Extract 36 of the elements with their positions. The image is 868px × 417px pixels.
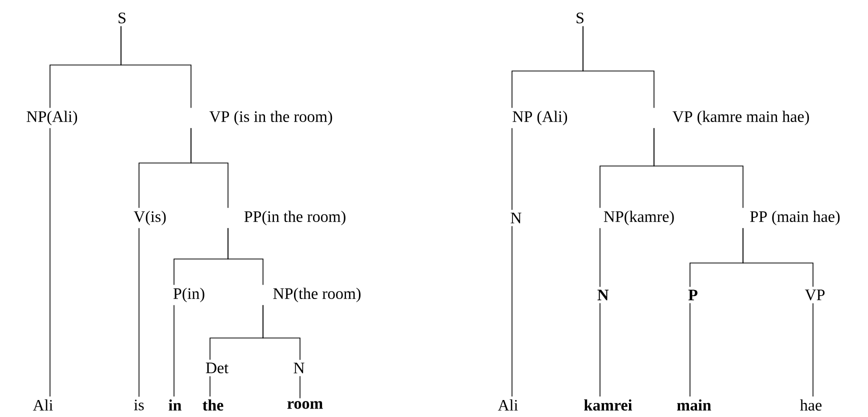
category-label: NP (Ali) (512, 110, 568, 126)
word-label: kamrei (584, 399, 632, 411)
tree-branch (582, 26, 654, 108)
tree-branch (138, 228, 140, 398)
category-label: PP(in the room) (244, 210, 346, 226)
category-label: S (576, 12, 584, 24)
category-label: V(is) (134, 210, 166, 226)
word-label: Ali (32, 399, 53, 411)
tree-branch (654, 128, 744, 208)
category-label: VP (804, 290, 825, 300)
tree-branch (742, 228, 814, 288)
tree-branch (262, 304, 300, 360)
tree-branch (120, 26, 192, 108)
category-label: Det (206, 362, 228, 374)
category-label: VP (is in the room) (209, 110, 332, 126)
word-label: Ali (498, 399, 518, 411)
category-label: N (598, 290, 609, 300)
category-label: NP(Ali) (26, 110, 78, 126)
tree-branch (812, 302, 814, 397)
category-label: NP(the room) (273, 288, 361, 302)
word-label: in (168, 399, 182, 411)
category-label: P(in) (173, 288, 204, 302)
category-label: NP(kamre) (604, 210, 674, 226)
category-label: S (118, 12, 126, 24)
category-label: VP (kamre main hae) (672, 110, 809, 126)
word-label: main (677, 399, 712, 411)
word-label: room (287, 401, 323, 409)
tree-branch (190, 128, 228, 208)
category-label: PP (main hae) (750, 210, 840, 226)
category-label: P (688, 290, 698, 300)
category-label: N (294, 362, 304, 374)
tree-branch (228, 228, 264, 286)
word-label: hae (800, 399, 822, 411)
word-label: is (134, 400, 144, 410)
word-label: the (202, 399, 224, 411)
category-label: N (510, 212, 522, 224)
